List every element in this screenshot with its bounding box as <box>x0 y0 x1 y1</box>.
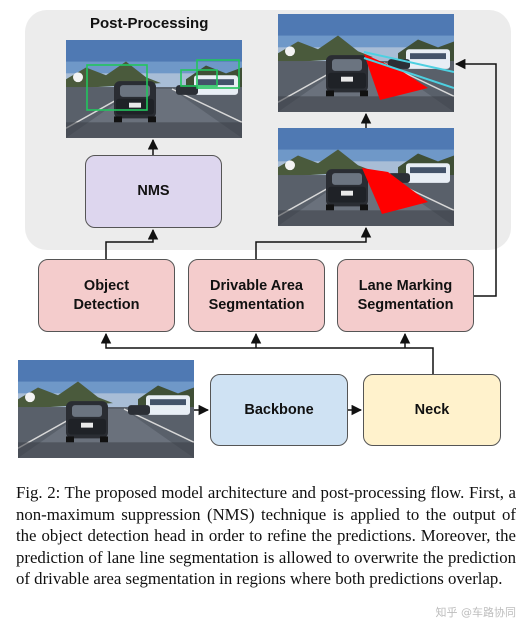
panel-title: Post-Processing <box>90 15 209 32</box>
nms-box: NMS <box>85 155 222 228</box>
neck-box: Neck <box>363 374 501 446</box>
arrow-icon <box>454 58 497 297</box>
drivable-area-segmentation-box: Drivable Area Segmentation <box>188 259 325 332</box>
drivable-area-output-image <box>278 128 454 226</box>
arrow-icon <box>255 226 372 259</box>
detection-box-bus <box>196 59 240 89</box>
watermark: 知乎 @车路协同 <box>435 606 517 619</box>
drivable-area-mask <box>362 168 428 214</box>
lane-line-1 <box>363 51 454 73</box>
lane-marking-output-image <box>278 14 454 112</box>
caption-text: Fig. 2: The proposed model architecture … <box>16 483 516 589</box>
detection-result-image <box>66 40 242 138</box>
detection-box-car <box>86 64 148 111</box>
drivable-area-mask <box>364 54 428 100</box>
arrow-icon <box>100 332 434 374</box>
backbone-box: Backbone <box>210 374 348 446</box>
detection-box-vehicle <box>180 69 218 87</box>
flow-arrows <box>100 58 497 416</box>
arrow-icon <box>105 228 159 259</box>
lane-line-2 <box>363 57 454 89</box>
figure-caption: Fig. 2: The proposed model architecture … <box>16 482 516 590</box>
lane-marking-segmentation-box: Lane Marking Segmentation <box>337 259 474 332</box>
object-detection-box: Object Detection <box>38 259 175 332</box>
